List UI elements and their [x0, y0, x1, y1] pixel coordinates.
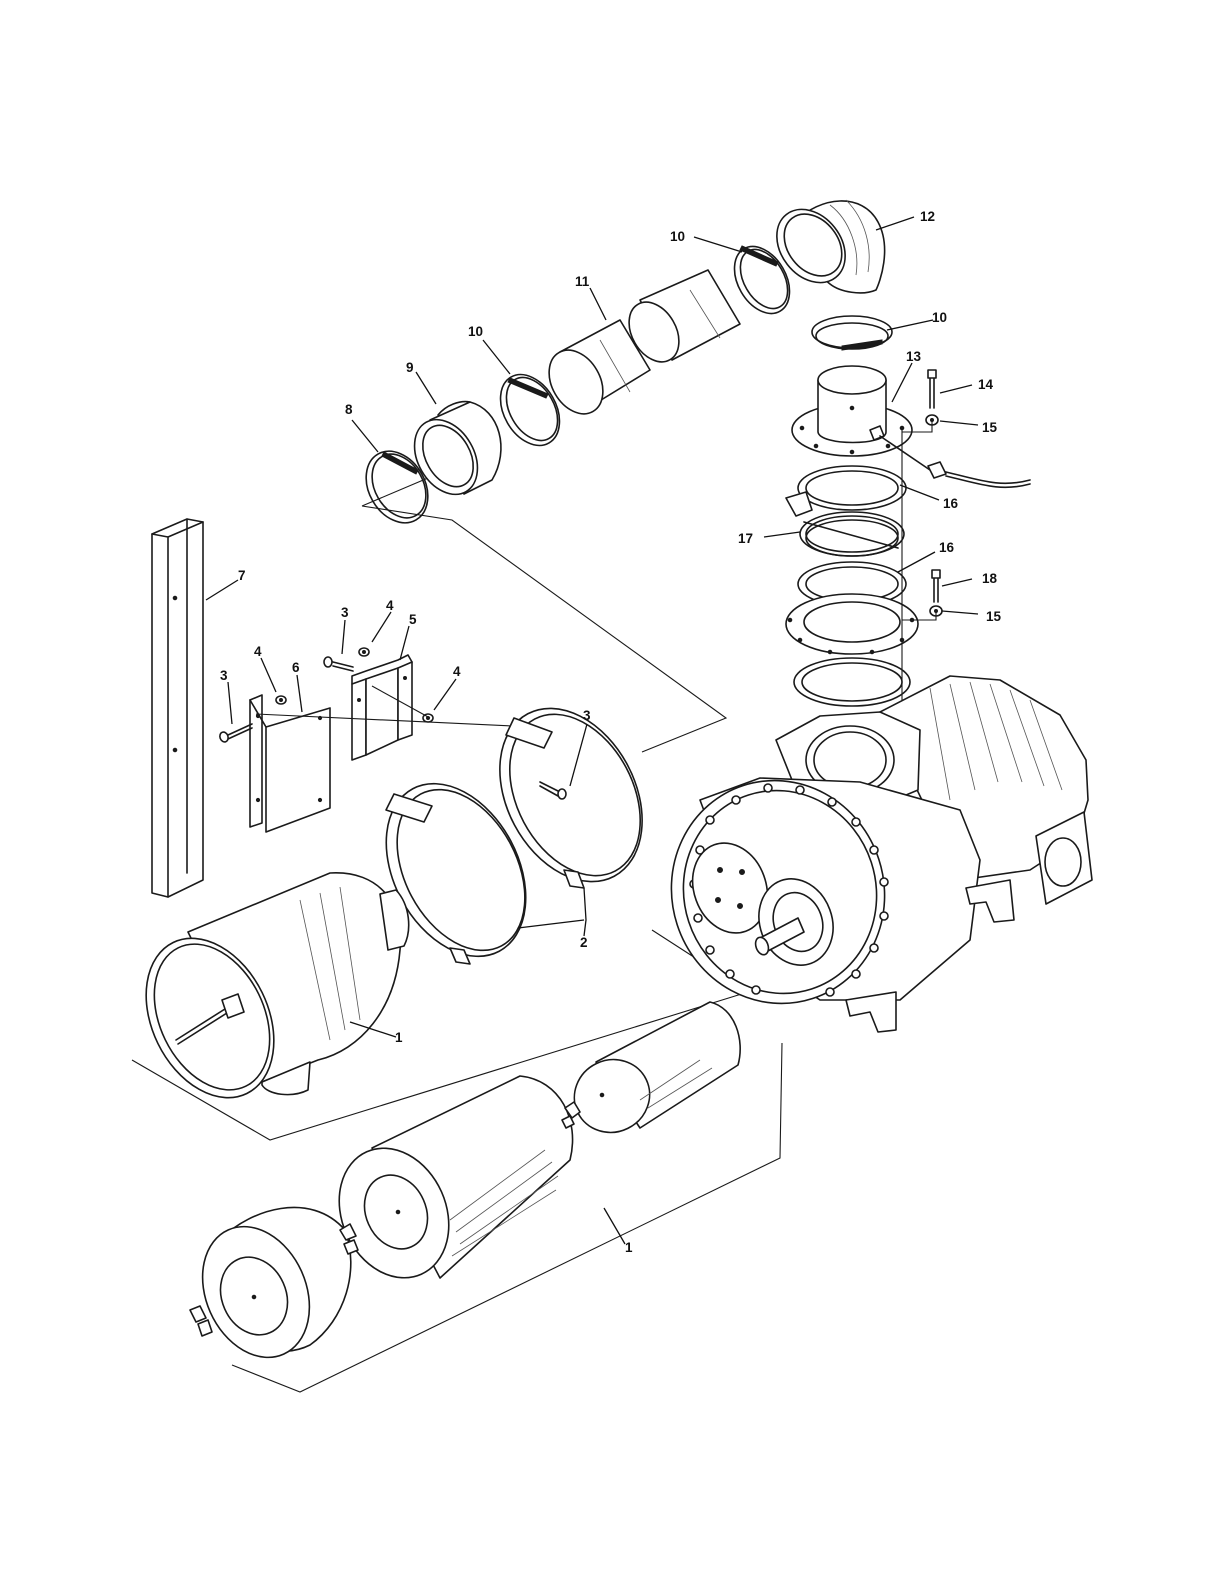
nut-4-left	[276, 696, 286, 704]
callout-15-lower: 15	[986, 609, 1002, 624]
callout-3-left: 3	[220, 668, 228, 683]
callout-16-lower: 16	[939, 540, 955, 555]
hose-11	[538, 270, 740, 423]
callout-9: 9	[406, 360, 414, 375]
callout-16-upper: 16	[943, 496, 959, 511]
hose-clamp-10-right	[812, 316, 892, 350]
gasket-bottom	[794, 658, 910, 706]
callout-4-right: 4	[453, 664, 461, 679]
bolt-3-left	[219, 724, 252, 743]
elbow-12	[763, 196, 885, 296]
air-cleaner-housing	[121, 873, 409, 1119]
callout-12: 12	[920, 209, 935, 224]
nut-4-top	[359, 648, 369, 656]
callout-7: 7	[238, 568, 246, 583]
z-bracket	[352, 655, 412, 760]
callout-15-upper: 15	[982, 420, 998, 435]
callout-13: 13	[906, 349, 922, 364]
filter-cover	[183, 1207, 351, 1374]
primary-element	[319, 1076, 572, 1295]
callout-11: 11	[575, 274, 590, 289]
callout-10-right: 10	[932, 310, 947, 325]
callout-8: 8	[345, 402, 353, 417]
compressor-airend	[643, 676, 1092, 1032]
callout-10-upper: 10	[670, 229, 685, 244]
callout-1-lower: 1	[625, 1240, 633, 1255]
callout-6: 6	[292, 660, 300, 675]
bolt-3-clamp	[540, 782, 566, 799]
callout-1-upper: 1	[395, 1030, 403, 1045]
bolt-3-middle	[324, 657, 353, 671]
callout-5: 5	[409, 612, 417, 627]
angle-rail	[152, 519, 203, 897]
bolt-18	[932, 570, 940, 602]
gasket-16-upper	[798, 466, 906, 510]
bolt-14	[928, 370, 936, 408]
callout-3-clamp: 3	[583, 708, 591, 723]
callout-2: 2	[580, 935, 588, 950]
callout-10-left: 10	[468, 324, 483, 339]
callout-4-top: 4	[386, 598, 394, 613]
callout-18: 18	[982, 571, 998, 586]
callout-3-middle: 3	[341, 605, 349, 620]
adapter-9	[402, 402, 501, 506]
callout-17: 17	[738, 531, 753, 546]
secondary-element	[562, 1002, 740, 1145]
lower-flange	[786, 594, 918, 654]
callout-14: 14	[978, 377, 994, 392]
callout-4-left: 4	[254, 644, 262, 659]
